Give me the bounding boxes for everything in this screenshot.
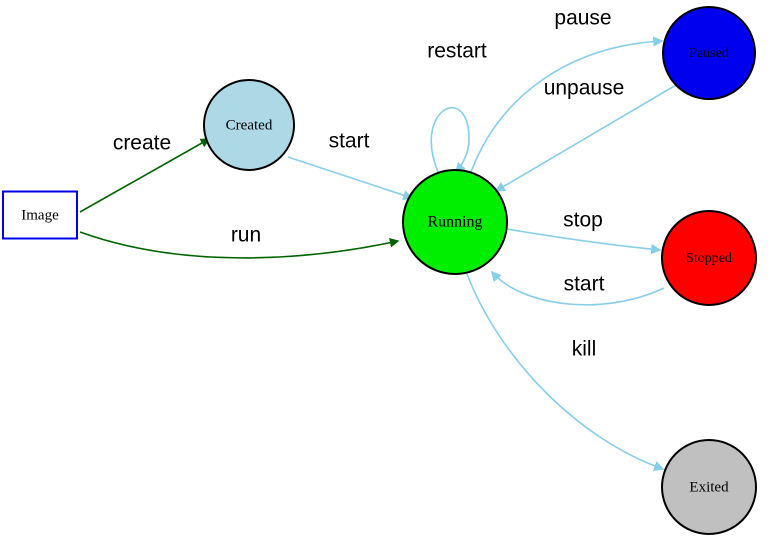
edge-label-start-created: start [329, 130, 370, 153]
node-shape-image [2, 190, 78, 240]
node-exited[interactable]: Exited [661, 439, 757, 535]
edge-label-create: create [113, 132, 171, 155]
node-stopped[interactable]: Stopped [661, 210, 757, 306]
edge-label-unpause: unpause [544, 77, 625, 100]
edges-layer [79, 36, 677, 471]
edge-labels-layer: create run start restart pause unpause stop sta… [113, 7, 624, 361]
node-label-paused: Paused [689, 46, 729, 61]
edge-start-created [287, 156, 414, 201]
edge-label-start-stopped: start [564, 273, 605, 296]
node-label-created: Created [226, 117, 273, 133]
edge-unpause [494, 84, 677, 192]
node-label-image: Image [21, 207, 59, 223]
node-paused[interactable]: Paused [662, 6, 756, 100]
node-shape-paused [662, 6, 756, 100]
node-shape-exited [661, 439, 757, 535]
node-created[interactable]: Created [203, 79, 295, 171]
node-label-stopped: Stopped [686, 251, 732, 266]
edge-label-pause: pause [554, 7, 611, 30]
edge-label-stop: stop [563, 209, 603, 232]
edge-restart [430, 107, 470, 174]
edge-stop [506, 228, 662, 255]
edge-label-kill: kill [572, 338, 597, 361]
edge-pause [470, 36, 664, 173]
edge-kill [466, 273, 665, 471]
edge-start-stopped [490, 270, 665, 306]
edge-label-run: run [231, 224, 261, 247]
node-image[interactable]: Image [2, 190, 78, 240]
edge-create [79, 138, 211, 213]
node-running[interactable]: Running [402, 169, 508, 275]
node-shape-running [402, 169, 508, 275]
node-shape-stopped [661, 210, 757, 306]
node-label-running: Running [427, 214, 482, 231]
edge-run [79, 231, 400, 259]
node-shape-created [203, 79, 295, 171]
edge-label-restart: restart [427, 40, 487, 63]
node-label-exited: Exited [689, 479, 729, 495]
